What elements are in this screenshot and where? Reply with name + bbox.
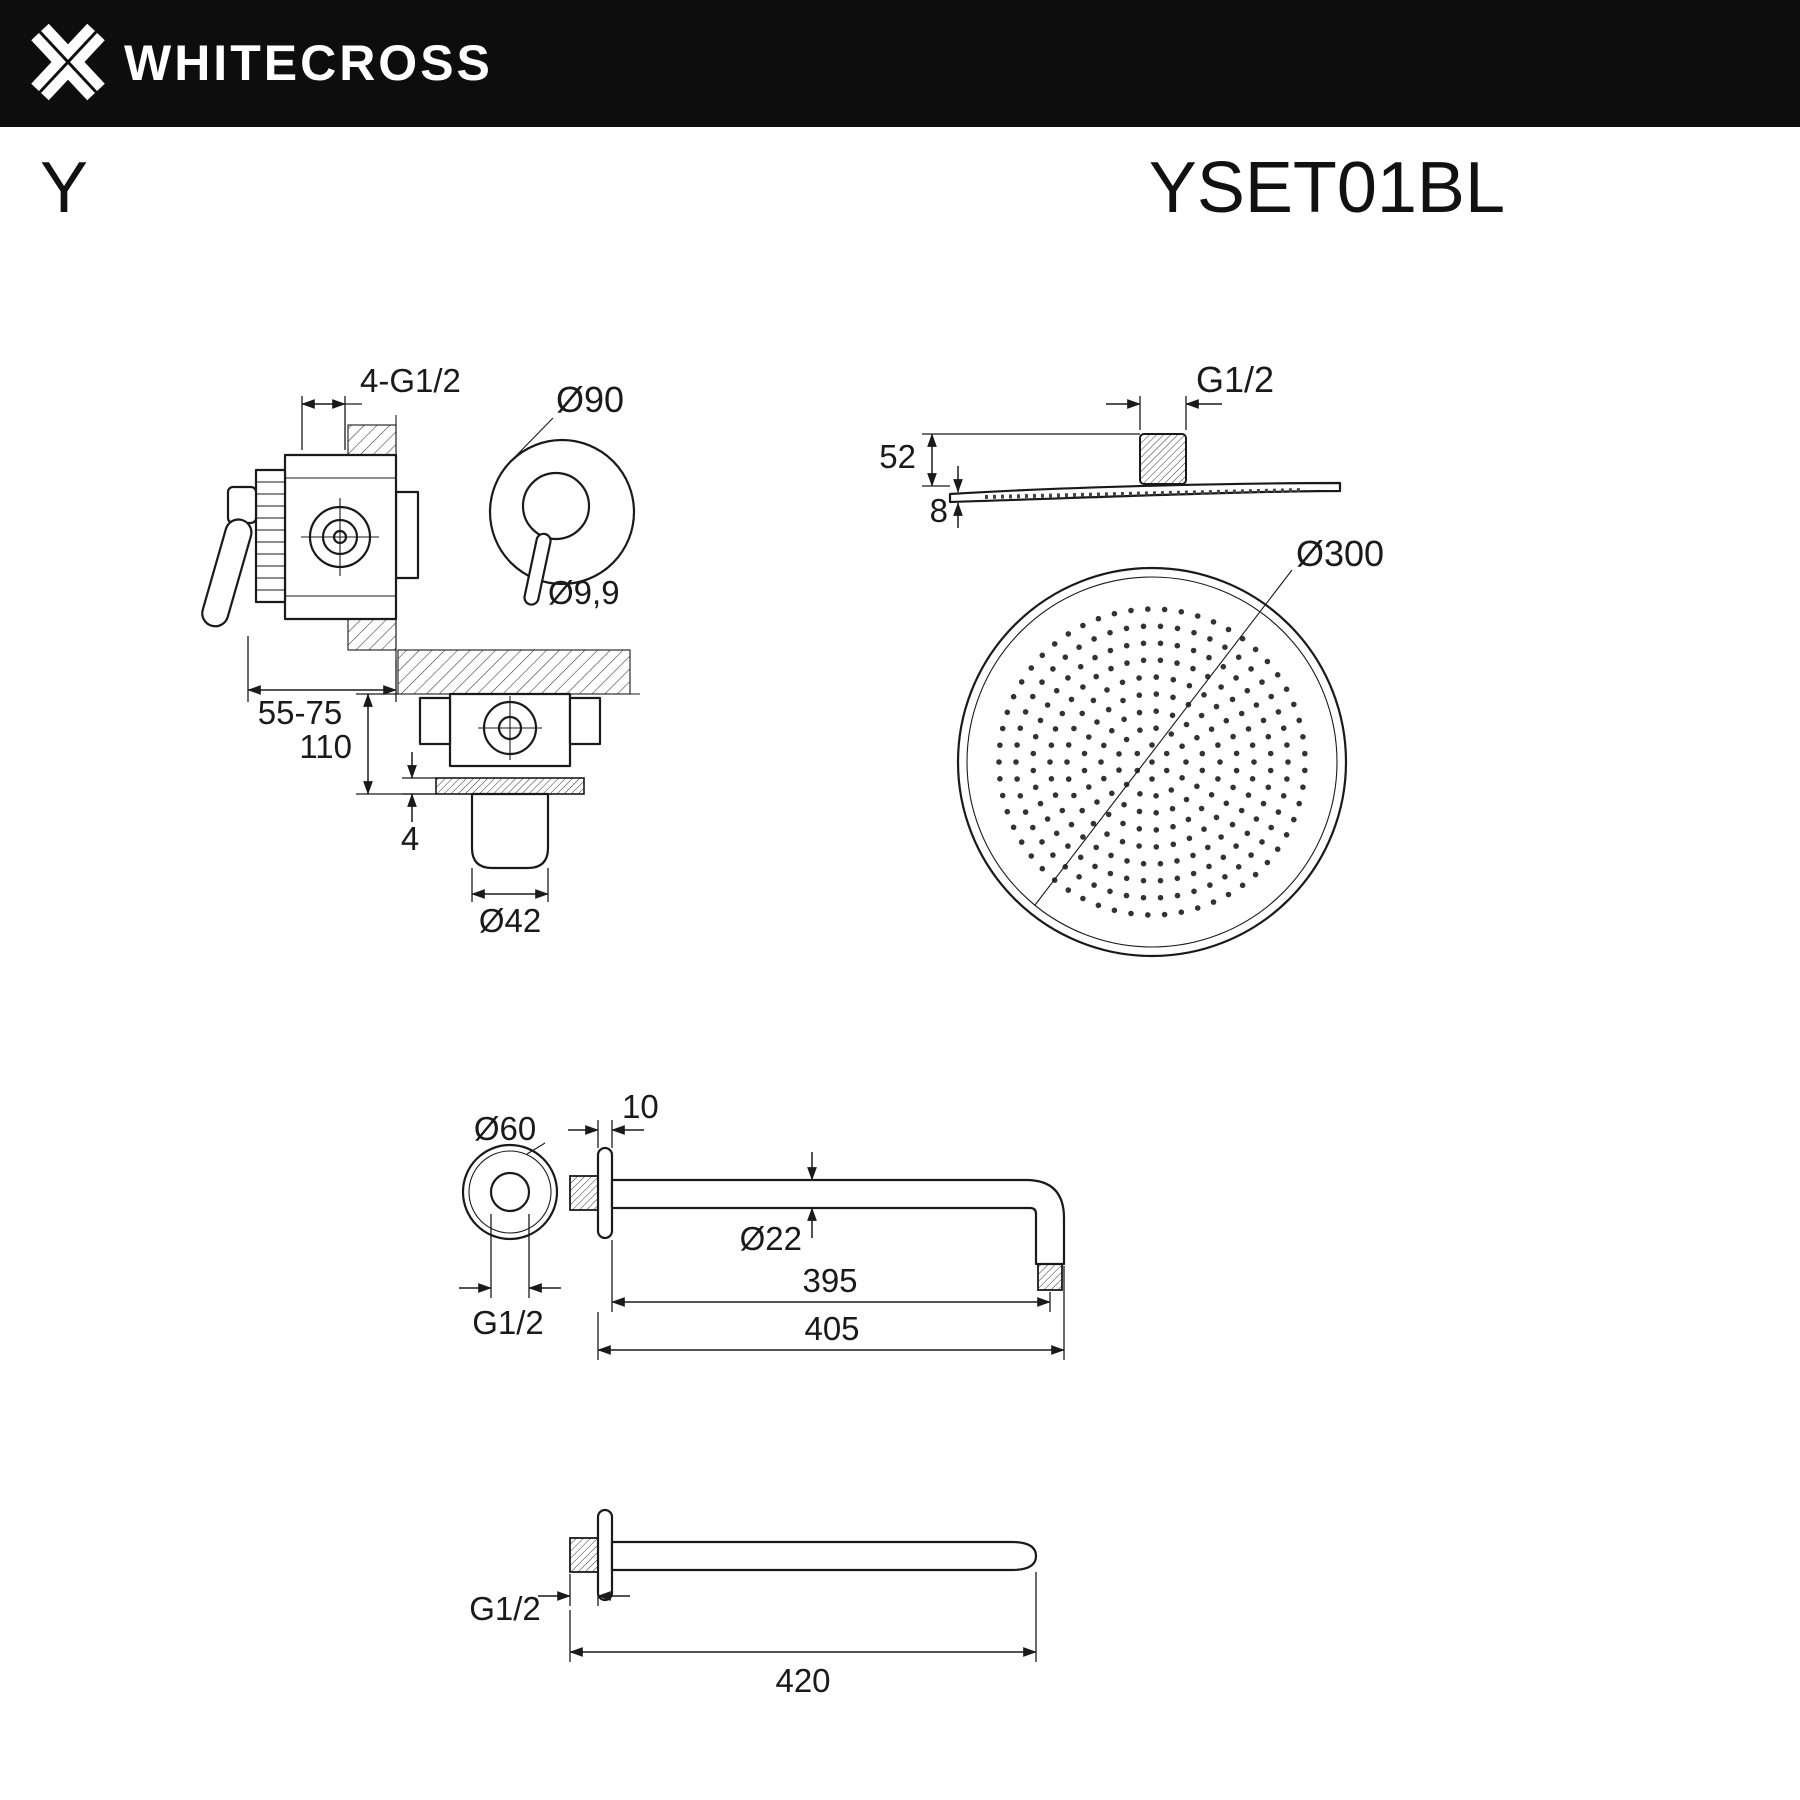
valve-port-right (568, 696, 602, 746)
dim-arm-thread-label: G1/2 (472, 1304, 544, 1341)
arm2-flange-plate (596, 1508, 614, 1602)
dim-ports-label: 4-G1/2 (360, 362, 461, 399)
shower-head-side-view: G1/2 52 8 (879, 359, 1342, 529)
head-inner-rim (966, 576, 1338, 948)
dim-trim-diameter-label: Ø90 (556, 379, 624, 420)
nozzle-band (984, 488, 1306, 499)
mixer-top-view: 110 4 Ø42 (299, 649, 640, 939)
arm-tube (610, 1178, 1066, 1266)
dim-edge-thickness-label: 8 (930, 492, 948, 529)
spout-body (470, 792, 550, 870)
dim-connector-height-label: 52 (879, 438, 916, 475)
dim-plate-thickness-label: 4 (401, 820, 419, 857)
dim-arm-length2-label: 405 (804, 1310, 859, 1347)
arm2-thread-stub (569, 1537, 599, 1573)
arm-thread-stub (569, 1175, 599, 1211)
arm-flange-inner (489, 1171, 531, 1213)
arm-tip-thread (1037, 1263, 1063, 1291)
brand-name: WHITECROSS (124, 35, 493, 91)
trim-hub-circle (521, 471, 591, 541)
nozzle-dots (996, 606, 1308, 918)
dim-head-diameter-label: Ø300 (1296, 533, 1384, 574)
valve-port-left (418, 696, 452, 746)
dim-spout-diameter-label: Ø42 (479, 902, 541, 939)
head-outer-rim (956, 566, 1348, 958)
dim-flange-diameter-label: Ø60 (474, 1110, 536, 1147)
shower-head-face-view: Ø300 (956, 533, 1384, 958)
arm-flange-plate (596, 1146, 614, 1240)
product-code: YSET01BL (1149, 148, 1505, 228)
mixer-side-view: 4-G1/2 55-75 (201, 362, 461, 731)
handle-hub (226, 485, 258, 525)
arm-flange-outer (461, 1143, 559, 1241)
dim-arm2-length-label: 420 (775, 1662, 830, 1699)
trim-plate-circle (488, 438, 636, 586)
dim-arm2-thread-label: G1/2 (469, 1590, 541, 1627)
trim-plate-section (435, 777, 585, 795)
dim-pin-diameter-label: Ø9,9 (548, 574, 620, 611)
cartridge-ribbed-block (254, 468, 287, 604)
product-series: Y (40, 148, 88, 228)
wall-hatch-top (397, 649, 631, 695)
mixer-trim-front-view: Ø90 Ø9,9 (488, 379, 636, 611)
dim-depth-label: 55-75 (258, 694, 342, 731)
header-background (0, 0, 1800, 127)
arm2-tube (610, 1540, 1038, 1572)
handle-lever (201, 518, 253, 628)
valve-rear-body (394, 490, 420, 580)
dim-arm-length1-label: 395 (802, 1262, 857, 1299)
handle-pin (523, 532, 552, 606)
shower-arm-bent: Ø60 10 Ø22 395 405 G1/2 (459, 1088, 1066, 1360)
header-bar: WHITECROSS (0, 0, 1800, 127)
dim-head-thread-label: G1/2 (1196, 359, 1274, 400)
dim-tube-diameter-label: Ø22 (740, 1220, 802, 1257)
head-connector (1139, 433, 1187, 485)
dim-flange-thickness-label: 10 (622, 1088, 659, 1125)
shower-arm-straight: G1/2 420 (469, 1508, 1038, 1699)
whitecross-logo-icon (31, 23, 105, 101)
dim-height-label: 110 (299, 728, 352, 765)
